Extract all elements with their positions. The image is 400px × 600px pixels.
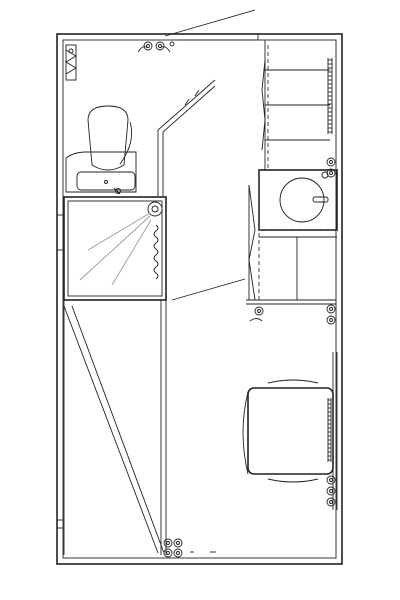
diagonal-ramp (63, 305, 165, 554)
floor-fixture-bottom-left (163, 538, 216, 558)
bathroom-partition (157, 79, 216, 196)
bed (242, 352, 338, 510)
electrical-panel (65, 44, 77, 81)
counter-cabinet (246, 170, 336, 305)
appliance-unit (258, 169, 338, 238)
sink-vanity (65, 151, 137, 195)
shower (63, 196, 167, 555)
ceiling-fixture-top (137, 41, 175, 53)
right-wall-fixture (249, 304, 336, 325)
toilet (87, 105, 133, 171)
cable-line (164, 9, 256, 37)
outer-walls (56, 33, 343, 565)
leader-line (171, 278, 246, 301)
wardrobe (261, 40, 336, 178)
